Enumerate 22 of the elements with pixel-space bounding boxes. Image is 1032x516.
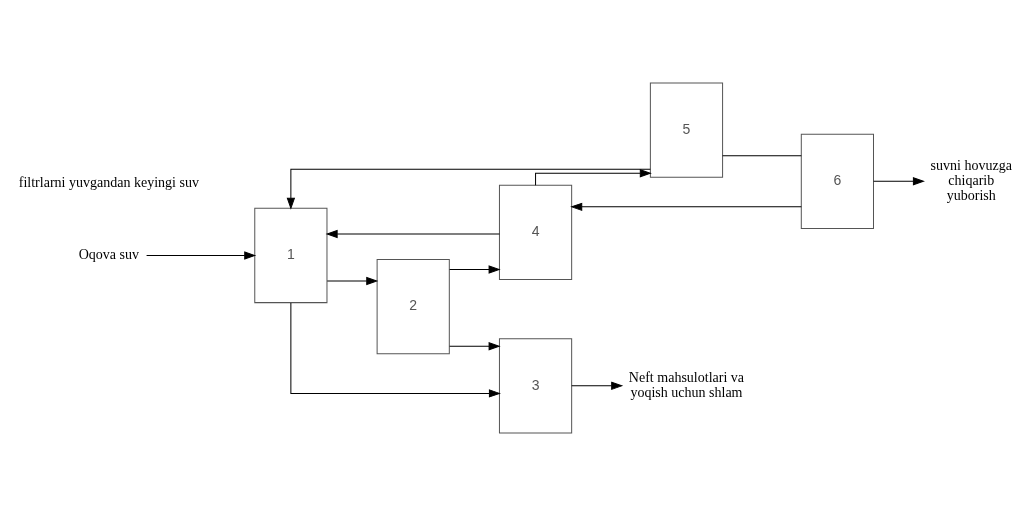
arrow — [326, 229, 500, 238]
arrow — [571, 381, 623, 390]
arrow — [449, 265, 500, 274]
node-text: Neft mahsulotlari va yoqish uchun shlam — [628, 369, 745, 401]
arrow — [326, 277, 378, 286]
arrow — [449, 342, 500, 351]
arrow — [873, 177, 924, 186]
arrow — [290, 302, 500, 398]
node-text: Oqova suv — [78, 246, 140, 263]
node-box: 5 — [649, 82, 724, 178]
arrow — [146, 251, 256, 260]
node-box: 4 — [498, 184, 573, 281]
label: filtrlarni yuvgandan keyingi suv — [18, 174, 199, 190]
node-box: 6 — [800, 133, 874, 229]
arrow — [535, 169, 651, 186]
node-box: 3 — [498, 338, 573, 434]
connector — [722, 155, 802, 157]
arrow — [571, 202, 802, 211]
node-text: suvni hovuzga chiqarib yuborish — [930, 156, 1012, 204]
node-box: 2 — [376, 259, 450, 355]
arrow — [286, 168, 651, 209]
node-box: 1 — [254, 207, 328, 304]
